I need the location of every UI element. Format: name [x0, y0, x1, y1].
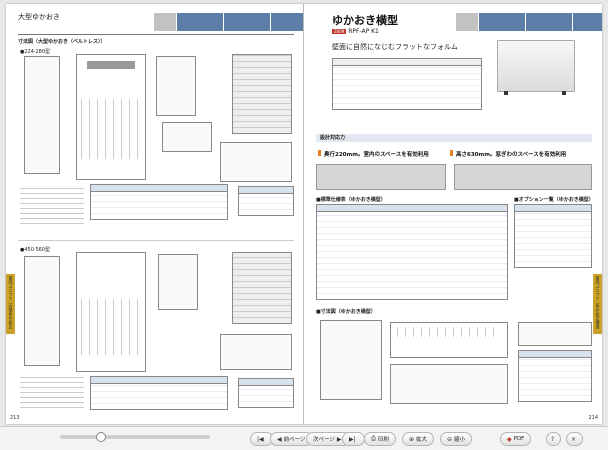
notes-224: [20, 188, 84, 228]
product-image: [497, 40, 575, 95]
dims-table: [518, 350, 592, 402]
panel-view-diagram-450: [232, 252, 292, 324]
note-table-450: [238, 378, 294, 408]
pdf-button[interactable]: ◆PDF: [500, 432, 532, 446]
model-450-label: ●450·560型: [20, 247, 51, 253]
feature2-title: 高さ630mm。窓ぎわのスペースを有効利用: [456, 152, 567, 158]
product-title: ゆかおき横型: [332, 14, 398, 27]
top-view-diagram: [156, 56, 196, 116]
side-view-diagram: [24, 56, 60, 174]
right-side-tab: 室内ユニット（ゆかおき横型）: [593, 274, 602, 334]
front-grille: [81, 99, 141, 159]
note-table-224: [238, 186, 294, 216]
dims-top-diagram: [390, 364, 508, 404]
design-band-label: 設計対応力: [320, 135, 346, 141]
right-page-number: 214: [588, 415, 598, 421]
tag-label: [154, 13, 176, 31]
page-slider-thumb[interactable]: [96, 432, 106, 442]
left-side-tab: 室内ユニット（大型ゆかおき）: [6, 274, 15, 334]
spec-table-450: [90, 376, 228, 410]
left-page-number: 213: [10, 415, 20, 421]
zoom-in-label: 拡大: [416, 437, 428, 443]
new-badge: 2009: [332, 29, 347, 34]
printer-icon: ⎙: [371, 435, 376, 442]
spec-section-title: ■標準仕様表（ゆかおき横型）: [316, 197, 386, 203]
viewer-toolbar: |◀ ◀前ページ 次ページ▶ ▶| ⎙印刷 ⊕拡大 ⊖縮小 ◆PDF ? ×: [0, 426, 608, 450]
left-page: 大型ゆかおき 寸法図（大型ゆかおき〈ベルトレス〉） ●224·280型 ●450…: [6, 4, 304, 424]
print-label: 印刷: [377, 437, 389, 443]
zoom-out-button[interactable]: ⊖縮小: [440, 432, 473, 446]
detail-diagram-1: [162, 122, 212, 152]
dims-side-diagram: [320, 320, 382, 400]
feature2-photos: [454, 164, 592, 190]
help-icon: ?: [551, 435, 555, 443]
section-divider: [18, 240, 294, 241]
next-arrow-icon: ▶: [336, 435, 342, 443]
notes-450: [20, 376, 84, 412]
zoom-out-label: 縮小: [454, 437, 466, 443]
print-button[interactable]: ⎙印刷: [364, 432, 396, 446]
option-table: [514, 204, 592, 268]
mitsubishi-logo-icon: ◆: [507, 435, 512, 443]
panel-view-diagram: [232, 54, 292, 134]
design-band: 設計対応力: [316, 134, 592, 142]
last-page-button[interactable]: ▶|: [342, 432, 365, 446]
first-page-icon: |◀: [257, 435, 264, 443]
left-tag-bar: [154, 13, 303, 31]
catalog-spread: 大型ゆかおき 寸法図（大型ゆかおき〈ベルトレス〉） ●224·280型 ●450…: [6, 4, 602, 424]
dims-front-grille: [397, 327, 501, 337]
header-rule: [18, 34, 294, 35]
close-button[interactable]: ×: [566, 432, 584, 446]
zoom-in-icon: ⊕: [409, 435, 415, 443]
help-button[interactable]: ?: [546, 432, 562, 446]
prev-arrow-icon: ◀: [277, 435, 282, 443]
section-dims-title: 寸法図（大型ゆかおき〈ベルトレス〉）: [18, 39, 106, 45]
next-page-button[interactable]: 次ページ▶: [306, 432, 351, 446]
side-view-diagram-450: [24, 256, 60, 366]
model-code: RPF-AP K1: [348, 28, 379, 35]
dims-section-title: ■寸法図（ゆかおき横型）: [316, 309, 376, 315]
front-view-diagram-450: [76, 252, 146, 372]
option-section-title: ■オプション一覧（ゆかおき横型）: [514, 197, 594, 203]
standard-spec-table: [316, 204, 508, 300]
feature1-photos: [316, 164, 446, 190]
prev-page-button[interactable]: ◀前ページ: [270, 432, 313, 446]
model-lineup-table: [332, 58, 482, 110]
front-grille-450: [81, 299, 141, 355]
tag-label-right: [456, 13, 478, 31]
model-224-label: ●224·280型: [20, 49, 51, 55]
zoom-in-button[interactable]: ⊕拡大: [402, 432, 435, 446]
pdf-label: PDF: [513, 436, 525, 442]
prev-page-label: 前ページ: [283, 437, 306, 443]
top-view-diagram-450: [158, 254, 198, 310]
dims-front-diagram: [390, 322, 508, 358]
feature2-marker: [450, 150, 453, 156]
left-page-header: 大型ゆかおき: [18, 13, 60, 21]
product-subtitle: 壁面に自然になじむフラットなフォルム: [332, 43, 458, 51]
detail-diagram-450: [220, 334, 292, 370]
detail-diagram-2: [220, 142, 292, 182]
spec-table-224: [90, 184, 228, 220]
page-slider[interactable]: [60, 435, 210, 439]
zoom-out-icon: ⊖: [447, 435, 453, 443]
last-page-icon: ▶|: [349, 435, 356, 443]
right-tag-bar: [456, 13, 602, 31]
close-icon: ×: [571, 435, 577, 443]
dims-install-diagram: [518, 322, 592, 346]
feature1-title: 奥行220mm。室内のスペースを有効利用: [324, 152, 429, 158]
front-view-diagram: [76, 54, 146, 180]
next-page-label: 次ページ: [313, 437, 335, 443]
feature1-marker: [318, 150, 321, 156]
top-fan-box: [87, 61, 135, 69]
